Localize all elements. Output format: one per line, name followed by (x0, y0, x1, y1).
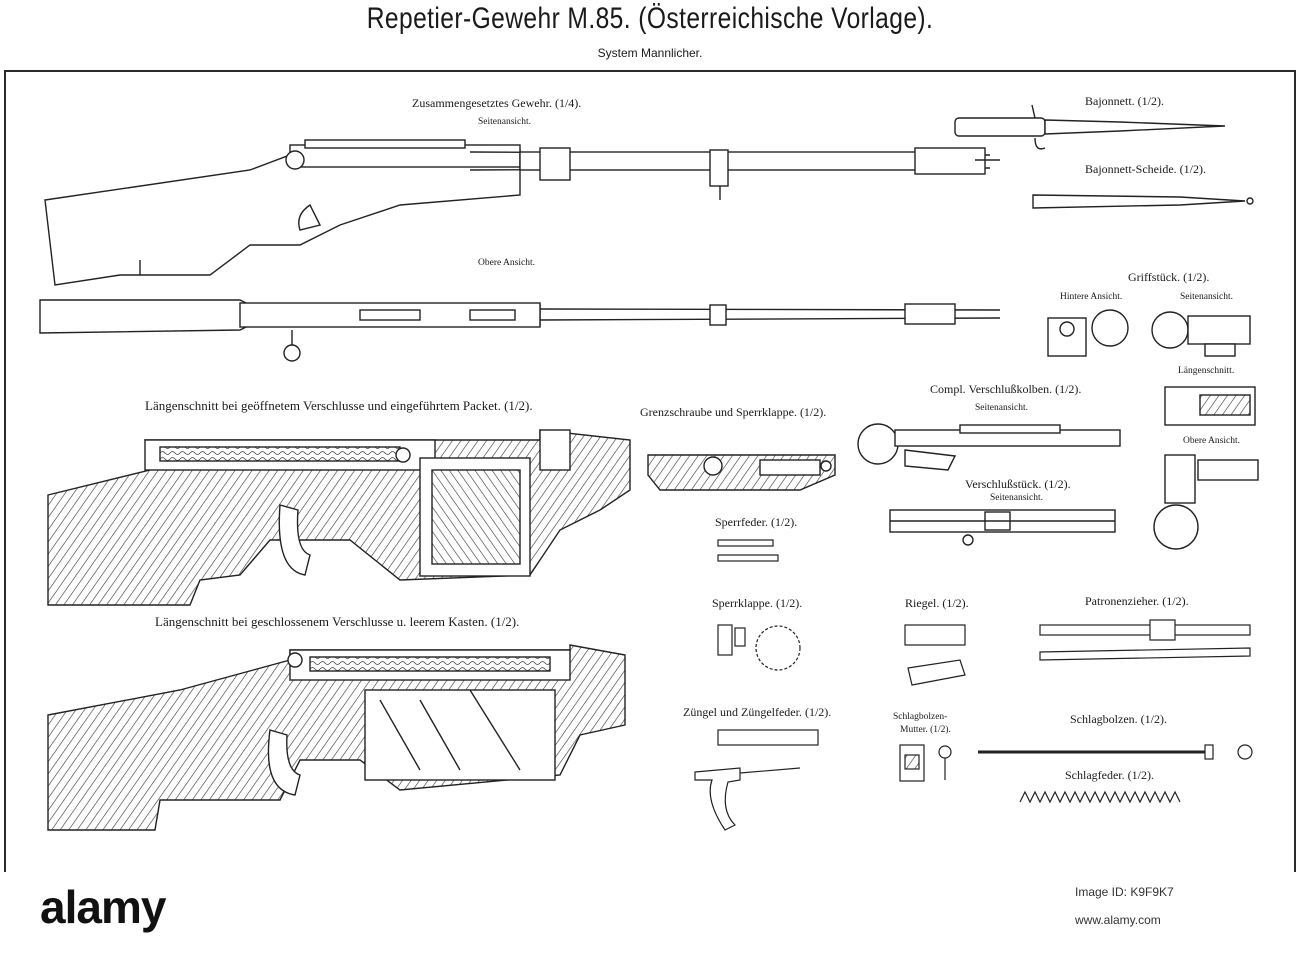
label-section-open: Längenschnitt bei geöffnetem Verschlusse… (145, 398, 533, 413)
label-striker-nut-1: Schlagbolzen- (893, 712, 948, 722)
label-longitudinal-section: Längenschnitt. (1178, 366, 1235, 376)
label-assembled: Zusammengesetztes Gewehr. (1/4). (412, 96, 582, 110)
striker-nut (899, 744, 952, 782)
label-striker-nut-2: Mutter. (1/2). (900, 725, 951, 735)
limit-screw-part (647, 454, 836, 491)
label-bolt-latch: Riegel. (1/2). (905, 596, 969, 610)
alamy-wordmark: alamy (40, 881, 166, 933)
image-id: Image ID: K9F9K7 (1075, 885, 1174, 899)
rifle-top-view (39, 299, 1001, 362)
plate-title: Repetier-Gewehr M.85. (Österreichische V… (366, 2, 934, 35)
label-side-view: Seitenansicht. (478, 117, 532, 127)
label-rear-view: Hintere Ansicht. (1060, 292, 1123, 302)
striker (978, 744, 1253, 760)
label-bayonet: Bajonnett. (1/2). (1085, 94, 1164, 108)
label-limit-screw: Grenzschraube und Sperrklappe. (1/2). (640, 405, 827, 419)
lock-spring (717, 539, 779, 562)
label-grip-side-view: Seitenansicht. (1180, 292, 1234, 302)
watermark-footer (0, 872, 1300, 953)
label-lock-spring: Sperrfeder. (1/2). (715, 515, 798, 529)
section-open (47, 429, 631, 606)
label-mainspring: Schlagfeder. (1/2). (1065, 768, 1154, 782)
plate-frame (4, 70, 1296, 872)
plate-subtitle: System Mannlicher. (597, 46, 703, 60)
lock-flap (717, 624, 801, 671)
label-bolt-compl-side: Seitenansicht. (975, 403, 1029, 413)
breech-piece (889, 509, 1116, 546)
extractor (1039, 619, 1251, 661)
label-section-closed: Längenschnitt bei geschlossenem Verschlu… (155, 614, 520, 629)
label-grip-top-view: Obere Ansicht. (1183, 436, 1240, 446)
label-bolt-compl: Compl. Verschlußkolben. (1/2). (930, 382, 1082, 396)
bayonet-scabbard (1032, 194, 1254, 209)
label-extractor: Patronenzieher. (1/2). (1085, 594, 1189, 608)
label-breech-piece: Verschlußstück. (1/2). (965, 477, 1071, 491)
label-top-view: Obere Ansicht. (478, 258, 535, 268)
grip-pieces (1047, 309, 1259, 550)
bolt-latch (904, 624, 966, 686)
image-url: www.alamy.com (1075, 913, 1161, 927)
trigger (694, 729, 819, 831)
label-bayonet-scabbard: Bajonnett-Scheide. (1/2). (1085, 162, 1206, 176)
bayonet (954, 104, 1226, 150)
label-striker: Schlagbolzen. (1/2). (1070, 712, 1167, 726)
label-trigger: Züngel und Züngelfeder. (1/2). (683, 705, 832, 719)
label-grip: Griffstück. (1/2). (1128, 270, 1210, 284)
label-lock-flap: Sperrklappe. (1/2). (712, 596, 803, 610)
mainspring (1019, 790, 1181, 804)
label-breech-piece-side: Seitenansicht. (990, 493, 1044, 503)
section-closed (47, 644, 626, 831)
bolt-complete (857, 423, 1121, 471)
rifle-side-view (44, 139, 1000, 286)
